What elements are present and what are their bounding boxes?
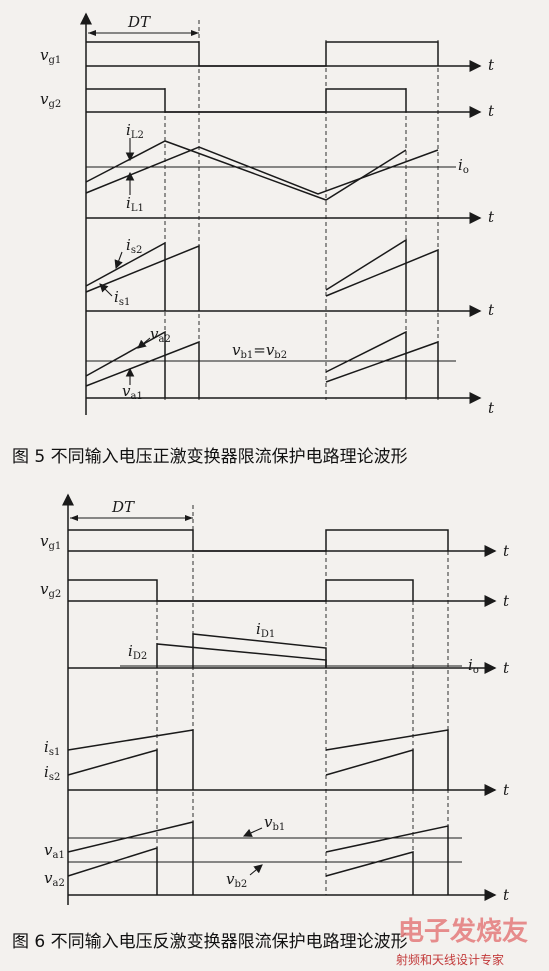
fig5-is2-wave-2 [325,238,407,311]
fig6-is1-wave-2 [325,729,449,790]
fig6-va1-label: va1 [44,841,65,861]
fig5-t-is: t [488,301,495,319]
fig5-t-vg2: t [488,102,495,120]
fig6-iD2-label: iD2 [128,642,147,662]
fig5-vg1-label: vg1 [40,46,61,66]
fig6-va2-wave-2 [325,851,414,895]
fig5-iL1-wave [85,146,439,195]
fig5-va2-wave-1 [85,330,166,398]
watermark-logo: 电子发烧友 射频和天线设计专家 [396,916,528,967]
fig6-vb2-label: vb2 [226,870,247,890]
fig6-is2-wave-1 [67,749,158,790]
fig6-vg1-label: vg1 [40,532,61,552]
fig5-iL2-label: iL2 [126,121,144,141]
fig6-va2-wave-1 [67,846,158,895]
fig5-io-label: io [458,156,469,176]
fig6-is2-label: is2 [44,763,60,783]
fig6-is2-wave-2 [325,749,414,790]
figure-6: DT t vg1 t vg2 t iD2 iD1 io t [40,493,510,905]
fig5-caption: 图 5 不同输入电压正激变换器限流保护电路理论波形 [12,447,408,467]
fig5-t-v: t [488,399,495,417]
fig5-is1-wave-1 [85,244,200,311]
fig5-vg2-label: vg2 [40,90,61,110]
fig5-vg2-wave [86,88,407,113]
fig6-io-label: io [468,656,479,676]
fig6-t-id: t [503,659,510,677]
fig5-va1-wave-2 [325,340,439,398]
fig5-va1-label: va1 [122,382,143,402]
fig6-vg2-wave [68,579,414,602]
fig5-va2-wave-2 [325,330,407,398]
fig5-vb-label: vb1=vb2 [232,341,287,361]
watermark-logo-text: 电子发烧友 [398,916,528,947]
fig6-t-vg2: t [503,592,510,610]
fig5-iL2-wave [85,140,407,201]
fig6-is1-label: is1 [44,738,60,758]
fig5-t-vg1: t [488,56,495,74]
fig6-is1-wave-1 [67,729,194,790]
fig5-va2-label: va2 [150,325,171,345]
fig5-dt-label: DT [127,13,151,31]
fig6-t-is: t [503,781,510,799]
watermark-tagline: 射频和天线设计专家 [396,952,504,967]
fig5-is2-wave-1 [85,241,166,311]
fig5-iL1-label: iL1 [126,194,144,214]
fig6-iD2-wave [156,643,327,668]
fig6-va2-label: va2 [44,869,65,889]
fig6-va1-wave-1 [67,821,194,895]
fig6-caption: 图 6 不同输入电压反激变换器限流保护电路理论波形 [12,932,408,952]
fig6-iD1-wave [192,633,327,668]
fig6-va1-wave-2 [325,825,449,895]
fig6-t-vg1: t [503,542,510,560]
fig5-is1-label: is1 [114,288,130,308]
figure-5: DT t vg1 t vg2 t iL2 iL1 io t [40,12,495,417]
fig6-iD1-label: iD1 [256,620,275,640]
fig6-vb1-label: vb1 [264,813,285,833]
fig5-va1-wave-1 [85,340,200,398]
fig5-vg1-wave [86,41,439,67]
fig6-dt-label: DT [111,498,135,516]
fig5-is1-wave-2 [325,248,439,311]
fig5-t-il: t [488,208,495,226]
fig6-vg2-label: vg2 [40,580,61,600]
fig6-dashed-markers [156,505,449,895]
fig5-is2-label: is2 [126,236,142,256]
fig6-t-v: t [503,886,510,904]
fig5-dashed-markers [164,20,439,400]
fig6-vg1-wave [68,529,449,552]
